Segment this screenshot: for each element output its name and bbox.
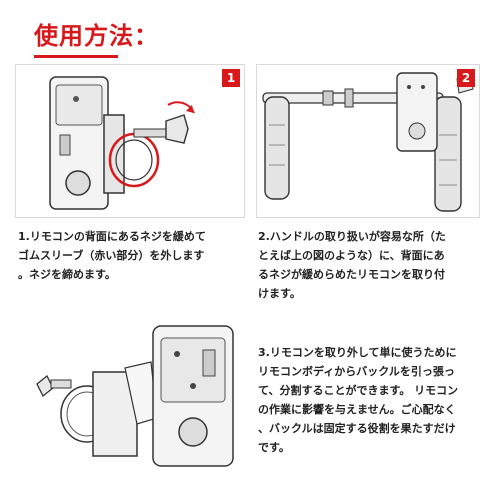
instruction-line: けます。 [258, 287, 301, 300]
instruction-line: とえば上の図のような）に、背面にあ [258, 249, 445, 262]
instruction-line: 。ネジを締めます。 [18, 268, 116, 281]
step-2-instructions: 2.ハンドルの取り扱いが容易な所（た とえば上の図のような）に、背面にあ るネジ… [258, 227, 483, 303]
instruction-line: ゴムスリーブ（赤い部分）を外します [18, 249, 205, 262]
detached-remote-illustration [36, 325, 234, 467]
instruction-line: 2.ハンドルの取り扱いが容易な所（た [258, 230, 446, 243]
remote-mount-illustration [49, 76, 195, 210]
step-number-badge: 2 [457, 69, 475, 87]
instruction-line: 3.リモコンを取り外して単に使うために [258, 346, 457, 359]
instruction-line: リモコンボディからバックルを引っ張っ [258, 365, 455, 378]
step-1-instructions: 1.リモコンの背面にあるネジを緩めて ゴムスリーブ（赤い部分）を外します 。ネジ… [18, 227, 246, 284]
instruction-line: です。 [258, 441, 290, 454]
step-number-badge: 1 [222, 69, 240, 87]
step-1-image-panel: 1 [15, 64, 245, 218]
instruction-line: 1.リモコンの背面にあるネジを緩めて [18, 230, 206, 243]
step-3-instructions: 3.リモコンを取り外して単に使うために リモコンボディからバックルを引っ張っ て… [258, 343, 486, 457]
page-title: 使用方法： [34, 22, 159, 50]
title-underline [34, 55, 118, 58]
instruction-line: の作業に影響を与えません。ご心配なく [258, 403, 456, 416]
instruction-line: 、バックルは固定する役割を果たすだけ [258, 422, 456, 435]
step-2-image-panel: 2 [256, 64, 480, 218]
instruction-line: るネジが緩めらめたリモコンを取り付 [258, 268, 445, 281]
handle-mount-illustration [262, 72, 474, 212]
instruction-line: て、分割することができます。 リモコン [258, 384, 459, 397]
step-3-image-panel [15, 306, 243, 476]
